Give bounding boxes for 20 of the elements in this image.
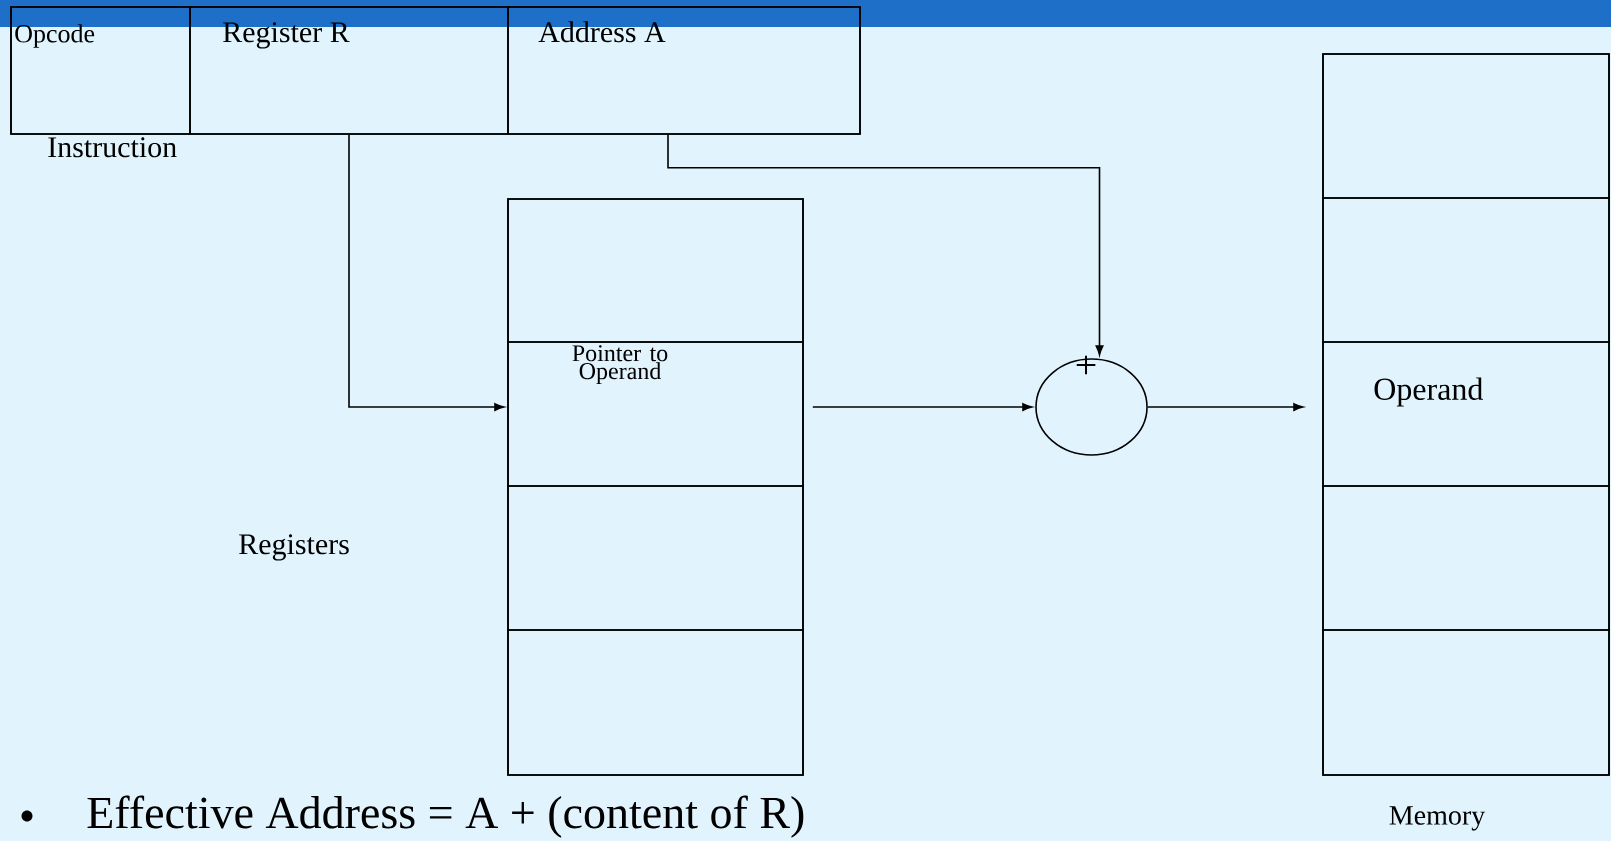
arrow bbox=[1147, 403, 1304, 411]
register-cell bbox=[507, 629, 804, 776]
node-label: Memory bbox=[1389, 806, 1486, 831]
bullet-point: Effective Address = A + (content of R) bbox=[21, 795, 804, 838]
instruction-field: Register R bbox=[189, 6, 509, 135]
arrow bbox=[812, 403, 1033, 411]
node-label: Instruction bbox=[48, 137, 177, 158]
region-label: Registers bbox=[239, 534, 349, 561]
memory-cell bbox=[1322, 197, 1610, 343]
register-cell bbox=[507, 485, 804, 631]
arrow bbox=[348, 134, 505, 411]
register-cell bbox=[507, 198, 804, 343]
arrow bbox=[667, 134, 1104, 356]
instruction-field: Opcode bbox=[10, 6, 191, 135]
memory-cell bbox=[1322, 629, 1610, 776]
memory-cell bbox=[1322, 485, 1610, 631]
register-cell: Pointer to Operand bbox=[507, 341, 804, 487]
instruction-field: Address A bbox=[507, 6, 861, 135]
memory-cell: Operand bbox=[1322, 341, 1610, 487]
memory-cell bbox=[1322, 53, 1610, 199]
